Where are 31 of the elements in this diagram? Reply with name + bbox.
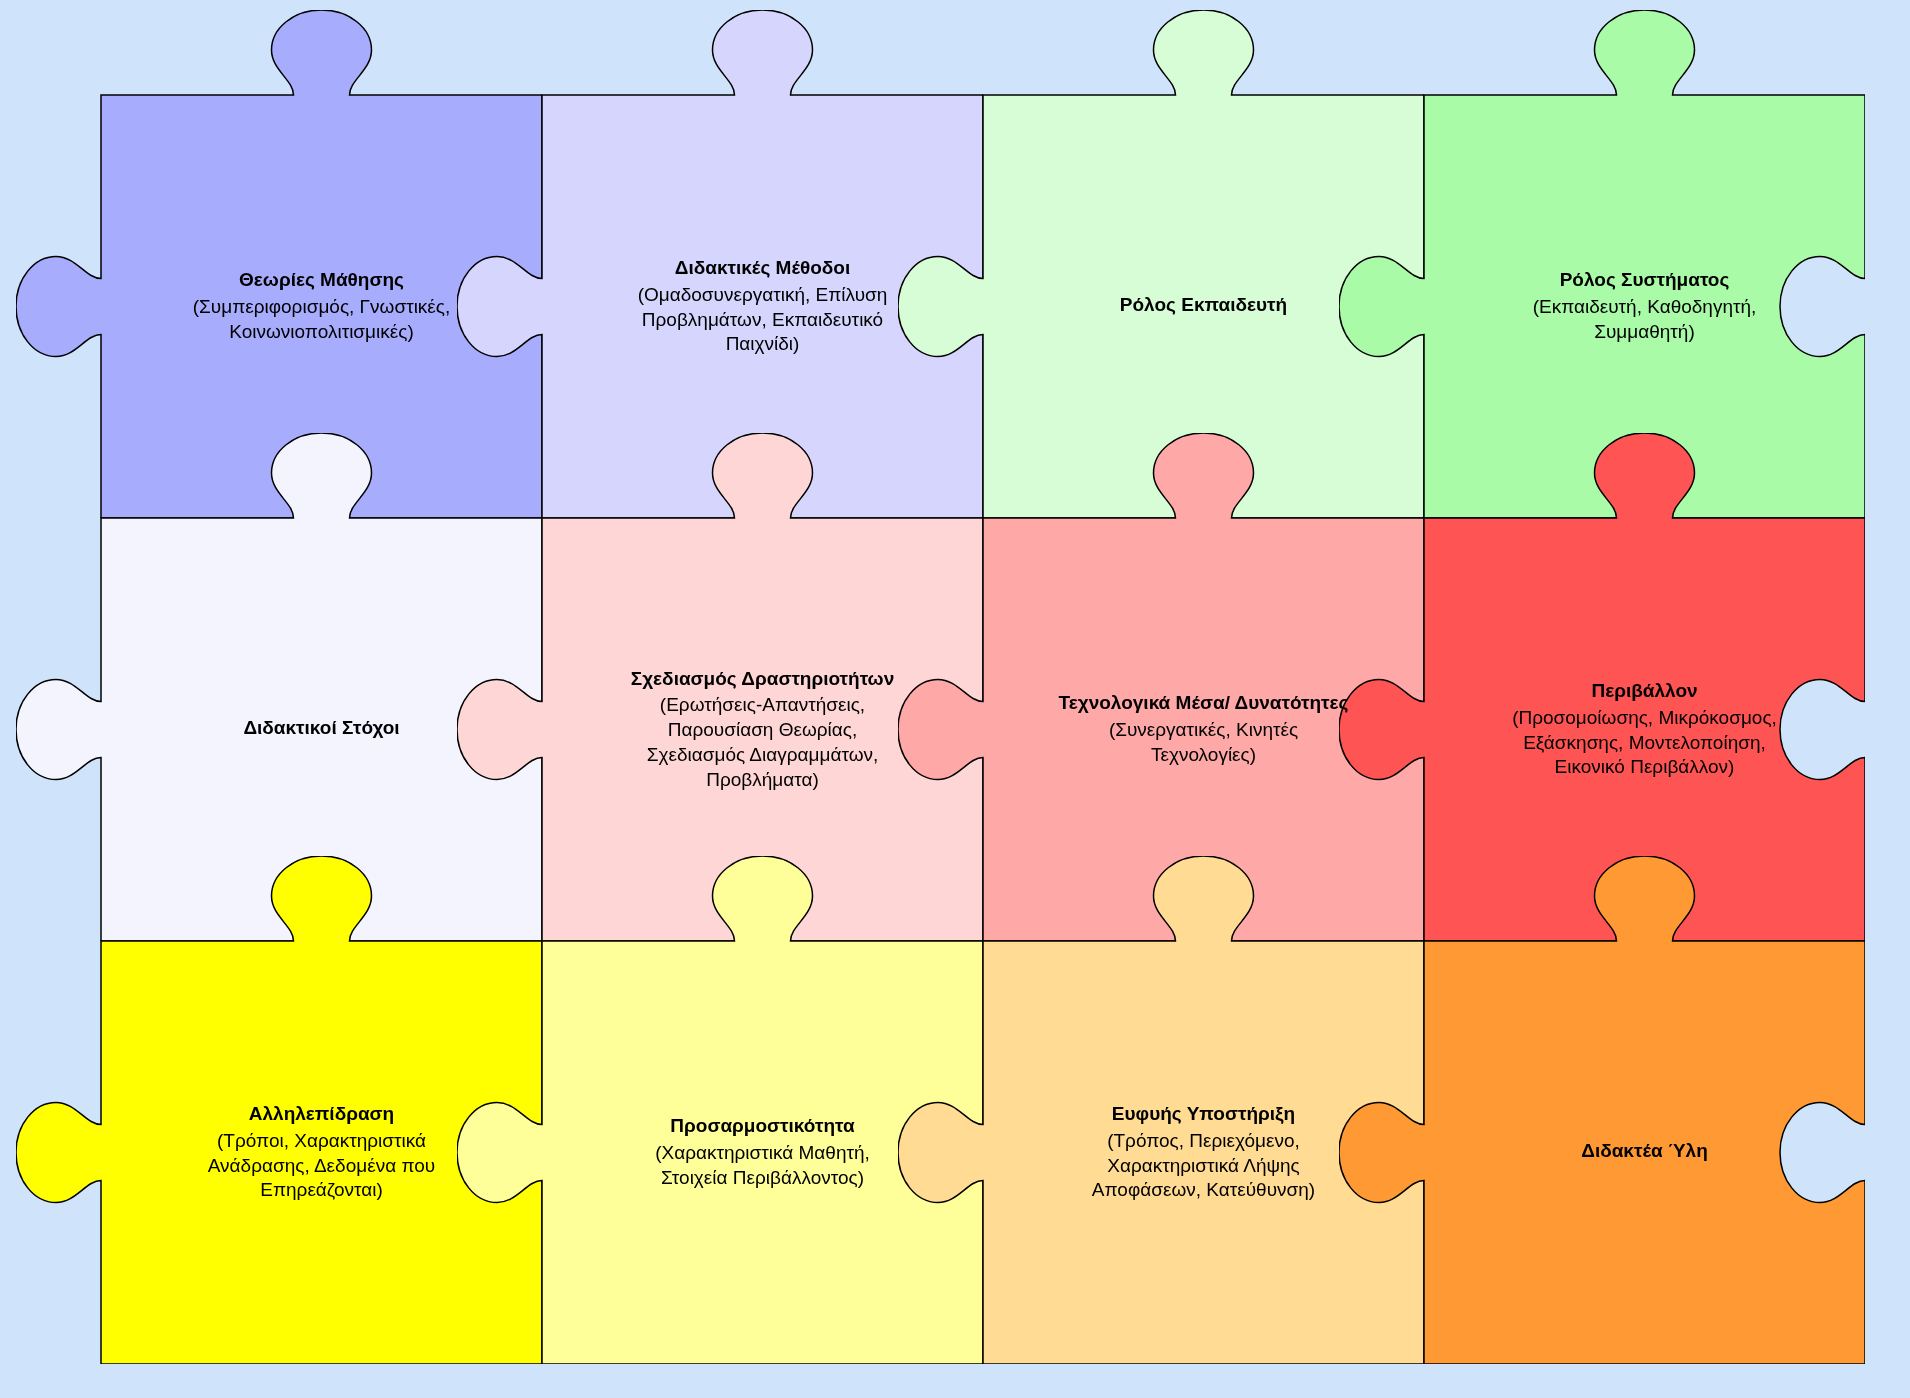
piece-title: Ευφυής Υποστήριξη — [1111, 1102, 1296, 1127]
puzzle-piece — [457, 856, 983, 1364]
piece-title: Ρόλος Εκπαιδευτή — [1119, 293, 1288, 318]
puzzle-piece — [16, 10, 542, 518]
puzzle-piece — [898, 10, 1424, 518]
piece-title: Περιβάλλον — [1591, 679, 1698, 704]
piece-description: (Τρόπος, Περιεχόμενο, Χαρακτηριστικά Λήψης Αποφάσεων, Κατεύθυνση) — [1090, 1128, 1317, 1203]
piece-title: Σχεδιασμός Δραστηριοτήτων — [630, 666, 895, 691]
piece-description: (Εκπαιδευτή, Καθοδηγητή, Συμμαθητή) — [1531, 295, 1758, 344]
piece-description: (Συνεργατικές, Κινητές Τεχνολογίες) — [1107, 718, 1300, 767]
puzzle-piece — [898, 856, 1424, 1364]
piece-description: (Τρόποι, Χαρακτηριστικά Ανάδρασης, Δεδομένα που Επηρεάζονται) — [206, 1128, 437, 1203]
piece-description: (Προσομοίωσης, Μικρόκοσμος, Εξάσκησης, Μοντελοποίηση, Εικονικό Περιβάλλον) — [1511, 705, 1778, 780]
puzzle-piece — [1339, 10, 1865, 518]
piece-description: (Ομαδοσυνεργατική, Επίλυση Προβλημάτων, Εκπαιδευτικό Παιχνίδι) — [636, 282, 889, 357]
puzzle-piece — [16, 856, 542, 1364]
piece-title: Προσαρμοστικότητα — [670, 1114, 855, 1139]
puzzle-piece — [898, 433, 1424, 941]
piece-title: Ρόλος Συστήματος — [1559, 268, 1730, 293]
piece-title: Αλληλεπίδραση — [248, 1102, 395, 1127]
piece-title: Θεωρίες Μάθησης — [239, 268, 404, 293]
puzzle-piece — [16, 433, 542, 941]
piece-title: Διδακτικοί Στόχοι — [243, 716, 400, 741]
piece-description: (Συμπεριφορισμός, Γνωστικές, Κοινωνιοπολιτισμικές) — [191, 295, 452, 344]
puzzle-piece — [1339, 856, 1865, 1364]
piece-description: (Ερωτήσεις-Απαντήσεις, Παρουσίαση Θεωρίας, Σχεδιασμός Διαγραμμάτων, Προβλήματα) — [645, 693, 880, 792]
piece-title: Διδακτέα Ύλη — [1581, 1139, 1708, 1164]
piece-description: (Χαρακτηριστικά Μαθητή, Στοιχεία Περιβάλλοντος) — [654, 1141, 871, 1190]
puzzle-piece — [457, 10, 983, 518]
puzzle-piece — [457, 433, 983, 941]
piece-title: Διδακτικές Μέθοδοι — [674, 256, 851, 281]
